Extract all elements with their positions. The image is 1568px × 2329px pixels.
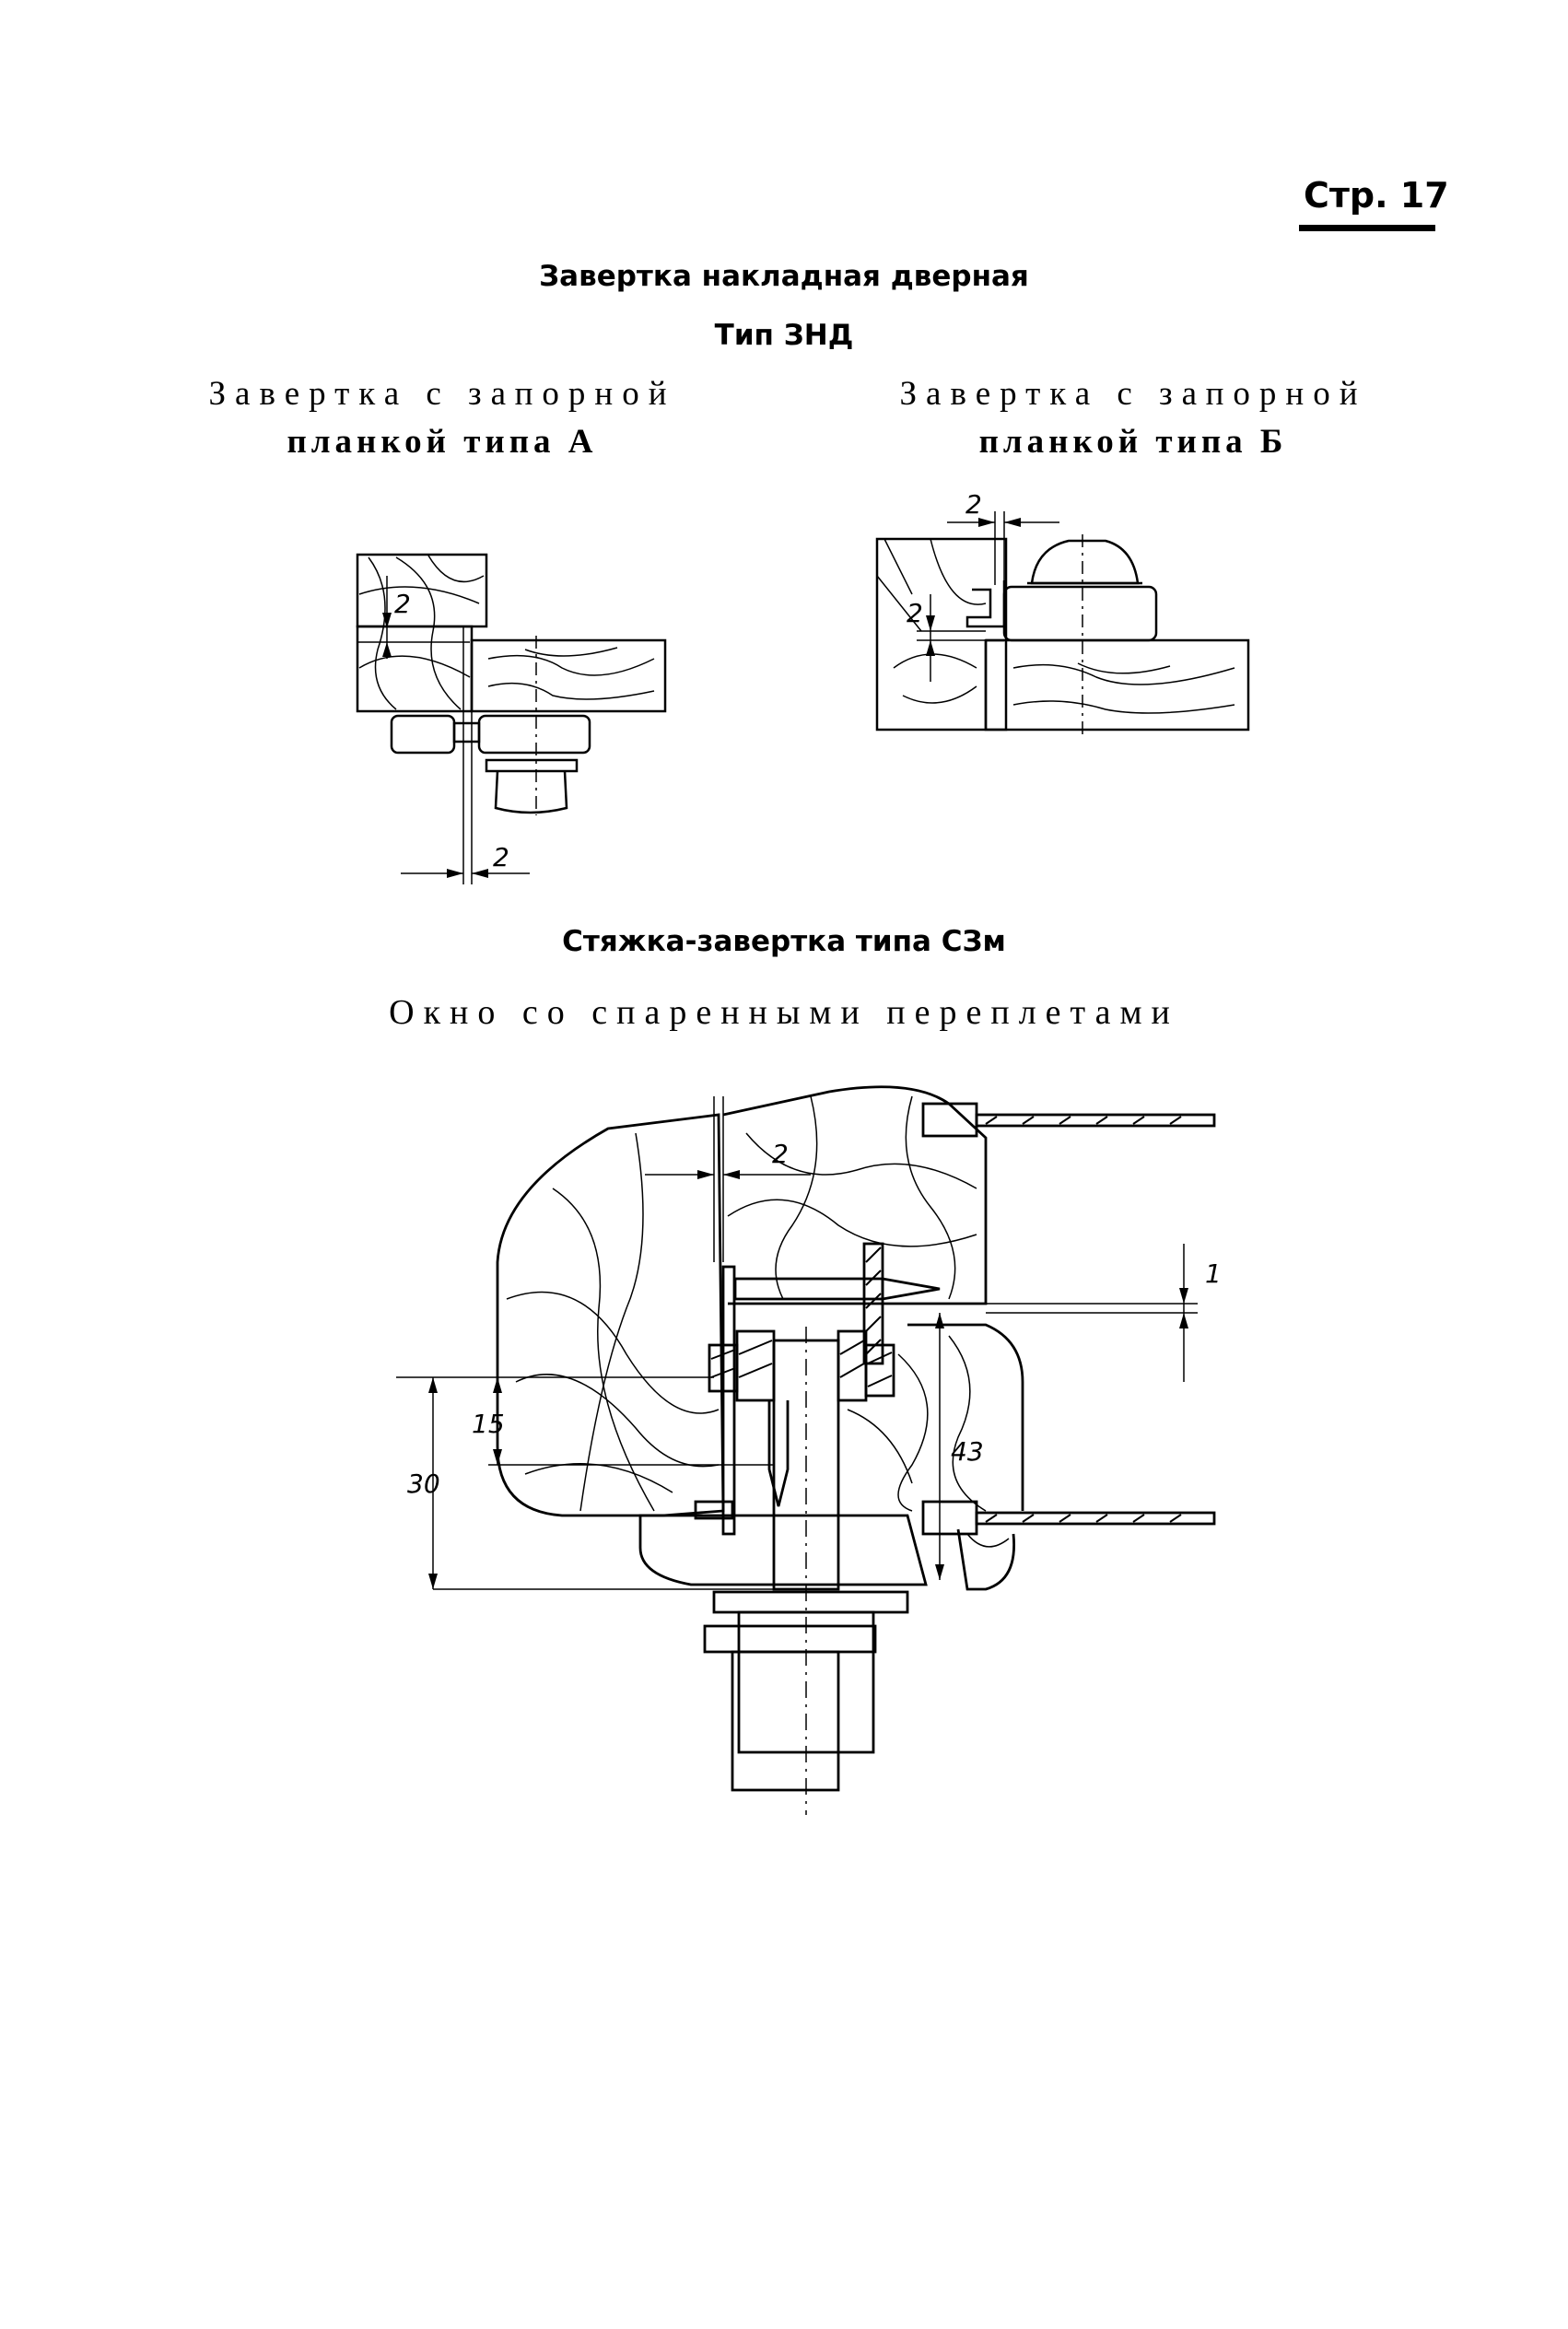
caption-b-line2: планкой типа Б bbox=[978, 423, 1288, 461]
section-title-door-latch: Завертка накладная дверная bbox=[539, 260, 1029, 293]
caption-drawing-a: Завертка с запорной планкой типа А bbox=[175, 370, 709, 466]
drawing-knob-handle bbox=[703, 1624, 877, 1792]
dim-43: 43 bbox=[951, 1436, 984, 1467]
caption-b-line1: Завертка с запорной bbox=[899, 375, 1367, 413]
dim-15: 15 bbox=[472, 1409, 505, 1439]
dim-a-bottom: 2 bbox=[493, 842, 509, 872]
dim-b-side: 2 bbox=[907, 598, 923, 628]
caption-drawing-b: Завертка с запорной планкой типа Б bbox=[866, 370, 1400, 466]
page-number: Стр. 17 bbox=[1304, 175, 1449, 216]
dim-1: 1 bbox=[1205, 1258, 1222, 1289]
caption-a-line1: Завертка с запорной bbox=[208, 375, 676, 413]
section-title-tie-latch: Стяжка-завертка типа СЗм bbox=[562, 925, 1006, 958]
drawing-latch-type-b: 2 2 bbox=[875, 489, 1250, 737]
section-subtitle: Окно со спаренными переплетами bbox=[389, 993, 1179, 1032]
dim-gap-2: 2 bbox=[772, 1139, 789, 1169]
drawing-latch-type-a: 2 2 bbox=[356, 553, 667, 884]
page-number-underline bbox=[1299, 225, 1435, 231]
dim-30: 30 bbox=[407, 1469, 440, 1499]
caption-a-line2: планкой типа А bbox=[287, 423, 598, 461]
drawing-paired-sash-window: 2 1 15 30 43 bbox=[396, 1085, 1222, 1815]
dim-a-gap: 2 bbox=[394, 589, 411, 619]
dim-b-top: 2 bbox=[965, 489, 982, 520]
type-label: Тип ЗНД bbox=[714, 319, 854, 352]
